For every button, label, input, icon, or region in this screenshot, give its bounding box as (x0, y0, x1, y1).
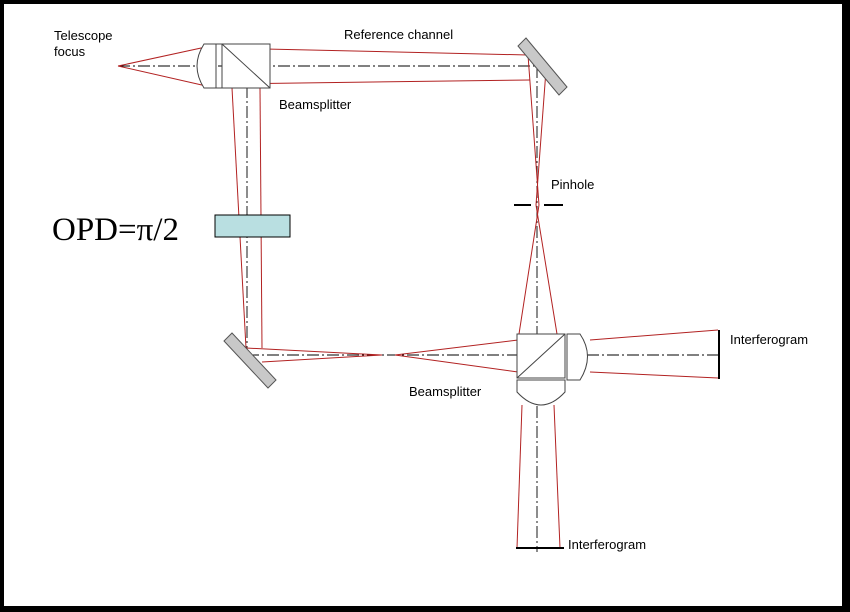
beamsplitter-bottom (516, 333, 588, 406)
fold-mirror-bottom-left (223, 332, 277, 389)
ray-ref-lower (221, 79, 531, 85)
ray-test-cross-upper-2 (394, 339, 519, 356)
ray-out-right-lower (589, 371, 719, 379)
opd-phase-plate (214, 214, 291, 238)
ray-test-cross-upper (245, 347, 383, 356)
label-beamsplitter-bottom: Beamsplitter (409, 384, 482, 399)
label-interferogram-right: Interferogram (730, 332, 809, 347)
beamsplitter-bottom-diagonal (516, 333, 566, 379)
label-telescope-focus-line1: Telescope (54, 28, 113, 43)
lens-bottom-lower (516, 379, 566, 406)
beamsplitter-top-diagonal (221, 43, 271, 89)
light-rays (117, 44, 719, 549)
optical-axes (118, 65, 718, 552)
ray-test-cross-lower (261, 354, 383, 363)
fold-mirror-top-right (517, 37, 568, 96)
ray-test-cross-lower-2 (394, 354, 519, 373)
ray-ref-upper (221, 47, 529, 56)
ray-ref-down-left (527, 54, 540, 206)
lens-bottom-right (566, 333, 588, 381)
beamsplitter-top (196, 43, 271, 89)
ray-ref-down-right (535, 69, 547, 206)
lens-top-input (196, 43, 217, 89)
ray-input-upper (117, 44, 216, 67)
label-beamsplitter-top: Beamsplitter (279, 97, 352, 112)
label-opd: OPD=π/2 (52, 212, 179, 248)
ray-input-lower (117, 65, 216, 89)
optical-layout (117, 37, 720, 552)
label-interferogram-bottom: Interferogram (568, 537, 647, 552)
ray-out-bottom-right (553, 404, 561, 549)
ray-ref-after-pinhole-right (535, 204, 558, 335)
ray-ref-after-pinhole-left (518, 204, 540, 335)
label-pinhole: Pinhole (551, 177, 595, 192)
label-reference-channel: Reference channel (344, 27, 454, 42)
diagram-canvas: Telescope focus Reference channel Beamsp… (4, 4, 842, 606)
ray-out-right-upper (589, 329, 719, 341)
ray-out-bottom-left (516, 404, 523, 549)
label-telescope-focus-line2: focus (54, 44, 86, 59)
